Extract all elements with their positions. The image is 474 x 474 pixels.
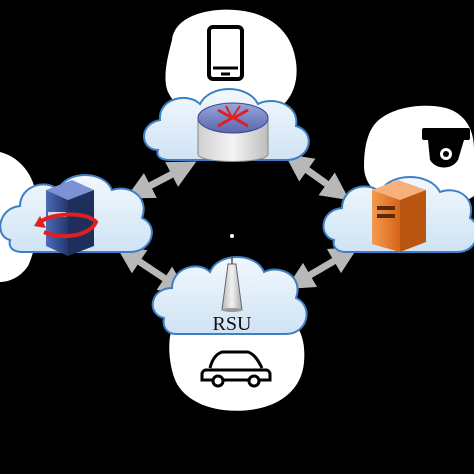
- link-datacenter-mobile: [125, 161, 197, 199]
- link-vehicle-camera: [285, 246, 359, 290]
- server-rack-icon: [34, 180, 99, 256]
- link-mobile-camera: [284, 153, 350, 201]
- antenna-tower-icon: [221, 256, 243, 312]
- car-icon: [200, 350, 272, 388]
- rsu-label: RSU: [213, 313, 252, 335]
- router-icon: [197, 102, 269, 162]
- link-datacenter-vehicle: [116, 246, 188, 294]
- smartphone-icon: [207, 25, 244, 81]
- computer-tower-icon: [372, 180, 426, 252]
- center-dot: [230, 234, 234, 238]
- security-camera-icon: [422, 128, 470, 168]
- mobile-halo: [165, 9, 297, 121]
